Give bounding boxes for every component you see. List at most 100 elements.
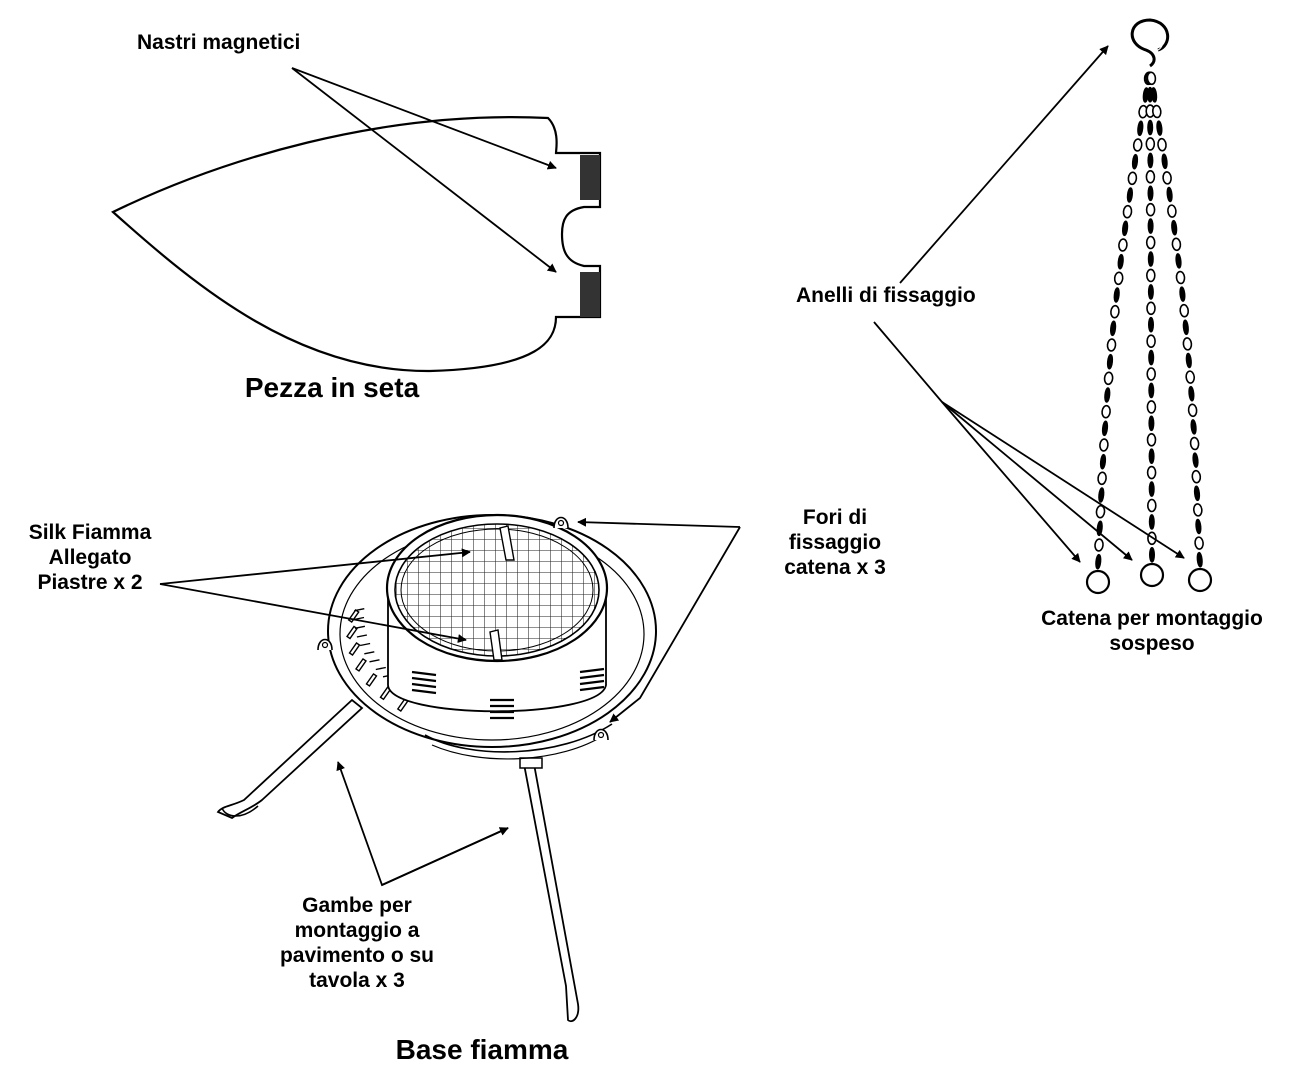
label-pezza-in-seta: Pezza in seta [244,372,420,403]
chain-link [1104,387,1111,403]
chain-link [1156,120,1163,136]
chain-link [1094,538,1104,552]
louvre-slot [355,657,367,672]
louvre-slot [365,672,378,687]
chain-link [1146,433,1157,447]
chain-link [1157,137,1167,152]
label-fori-fissaggio: Fori di fissaggio catena x 3 [760,505,910,580]
chain-link [1131,153,1139,170]
vent-slot [579,667,605,674]
catena-line-2: sospeso [1109,632,1195,655]
chain-link [1148,448,1155,464]
chain-link [1171,219,1178,236]
gambe-line-4: tavola x 3 [309,969,405,992]
chain-link [1137,120,1144,137]
chain-hole-top [553,516,569,529]
chain-link [1147,152,1154,169]
magnetic-tape-arrows [291,67,557,273]
vent-slot [579,673,605,680]
louvre-slot [359,642,371,647]
base-arrows [159,517,741,887]
leg-left [216,698,364,820]
gambe-line-1: Gambe per [302,894,412,917]
chain-link [1190,419,1197,435]
chain-link [1146,367,1156,381]
chain-link [1146,301,1156,316]
chain-link [1185,352,1192,369]
chain-link [1148,481,1155,497]
chain-link [1147,185,1154,202]
silk-cloth [111,116,602,373]
chain-link [1187,403,1198,418]
chain-link [1171,237,1182,252]
gambe-line-3: pavimento o su [279,944,435,967]
chain-link [1151,104,1162,119]
chain-link [1162,171,1172,185]
chain-link [1191,469,1202,484]
chain-link [1146,334,1156,348]
chain-link [1148,415,1155,432]
louvre-slot [356,634,368,638]
hanging-chain [1085,18,1213,595]
chain-link [1161,153,1168,170]
end-ring-middle [1139,562,1165,588]
chain-link [1192,452,1199,468]
chain-link [1126,187,1134,203]
chain-link [1188,385,1195,402]
catena-line-1: Catena per montaggio [1041,607,1263,630]
chain-link [1148,382,1155,399]
label-base-fiamma: Base fiamma [395,1034,569,1065]
chain-link [1146,71,1157,86]
chain-link [1113,271,1124,286]
silk-line-3: Piastre x 2 [37,571,143,594]
fori-line-1: Fori di [802,506,868,529]
magnetic-tape-top [580,155,600,200]
chain-link [1147,251,1154,267]
chain-link [1109,320,1117,337]
chain-link [1145,202,1156,217]
chain-link [1148,349,1155,366]
chain-link [1182,337,1193,351]
chain-link [1095,553,1102,570]
chain-link [1193,485,1201,502]
vent-slot [411,670,437,677]
chain-link [1192,503,1203,517]
chain-link [1189,436,1200,451]
chain-link [1194,536,1204,550]
chain-link [1099,438,1109,452]
louvre-slot [354,625,366,629]
chain-link [1147,316,1155,333]
louvre-slot [348,642,361,656]
chain-link [1101,404,1111,419]
chain-link [1118,238,1128,252]
chain-link [1145,137,1156,151]
magnetic-tape-bottom [580,272,600,317]
vent-slot [411,682,437,689]
vent-slot [579,685,605,692]
gambe-line-2: montaggio a [294,919,420,942]
chain-link [1146,268,1156,283]
chain-link [1132,138,1143,152]
chain-link [1097,471,1107,486]
leg-front [522,763,580,1023]
chain-link [1106,353,1114,370]
chain-link [1185,370,1196,384]
chain-link [1175,270,1186,285]
chain-link [1147,119,1154,136]
fori-line-3: catena x 3 [784,556,886,579]
chain-link [1121,220,1129,237]
label-catena-montaggio: Catena per montaggio sospeso [1012,606,1292,656]
chain-link [1146,400,1157,414]
chain-link [1179,286,1186,302]
chain-link [1196,551,1203,568]
label-gambe-montaggio: Gambe per montaggio a pavimento o su tav… [252,893,462,993]
chain-link [1166,186,1173,203]
chain-link [1145,170,1156,184]
chain-link [1146,465,1157,480]
chain-link [1179,303,1190,318]
s-hook [1130,18,1169,68]
chain-hole-right [593,728,609,741]
chain-link [1147,284,1154,300]
flame-base [216,513,657,1023]
